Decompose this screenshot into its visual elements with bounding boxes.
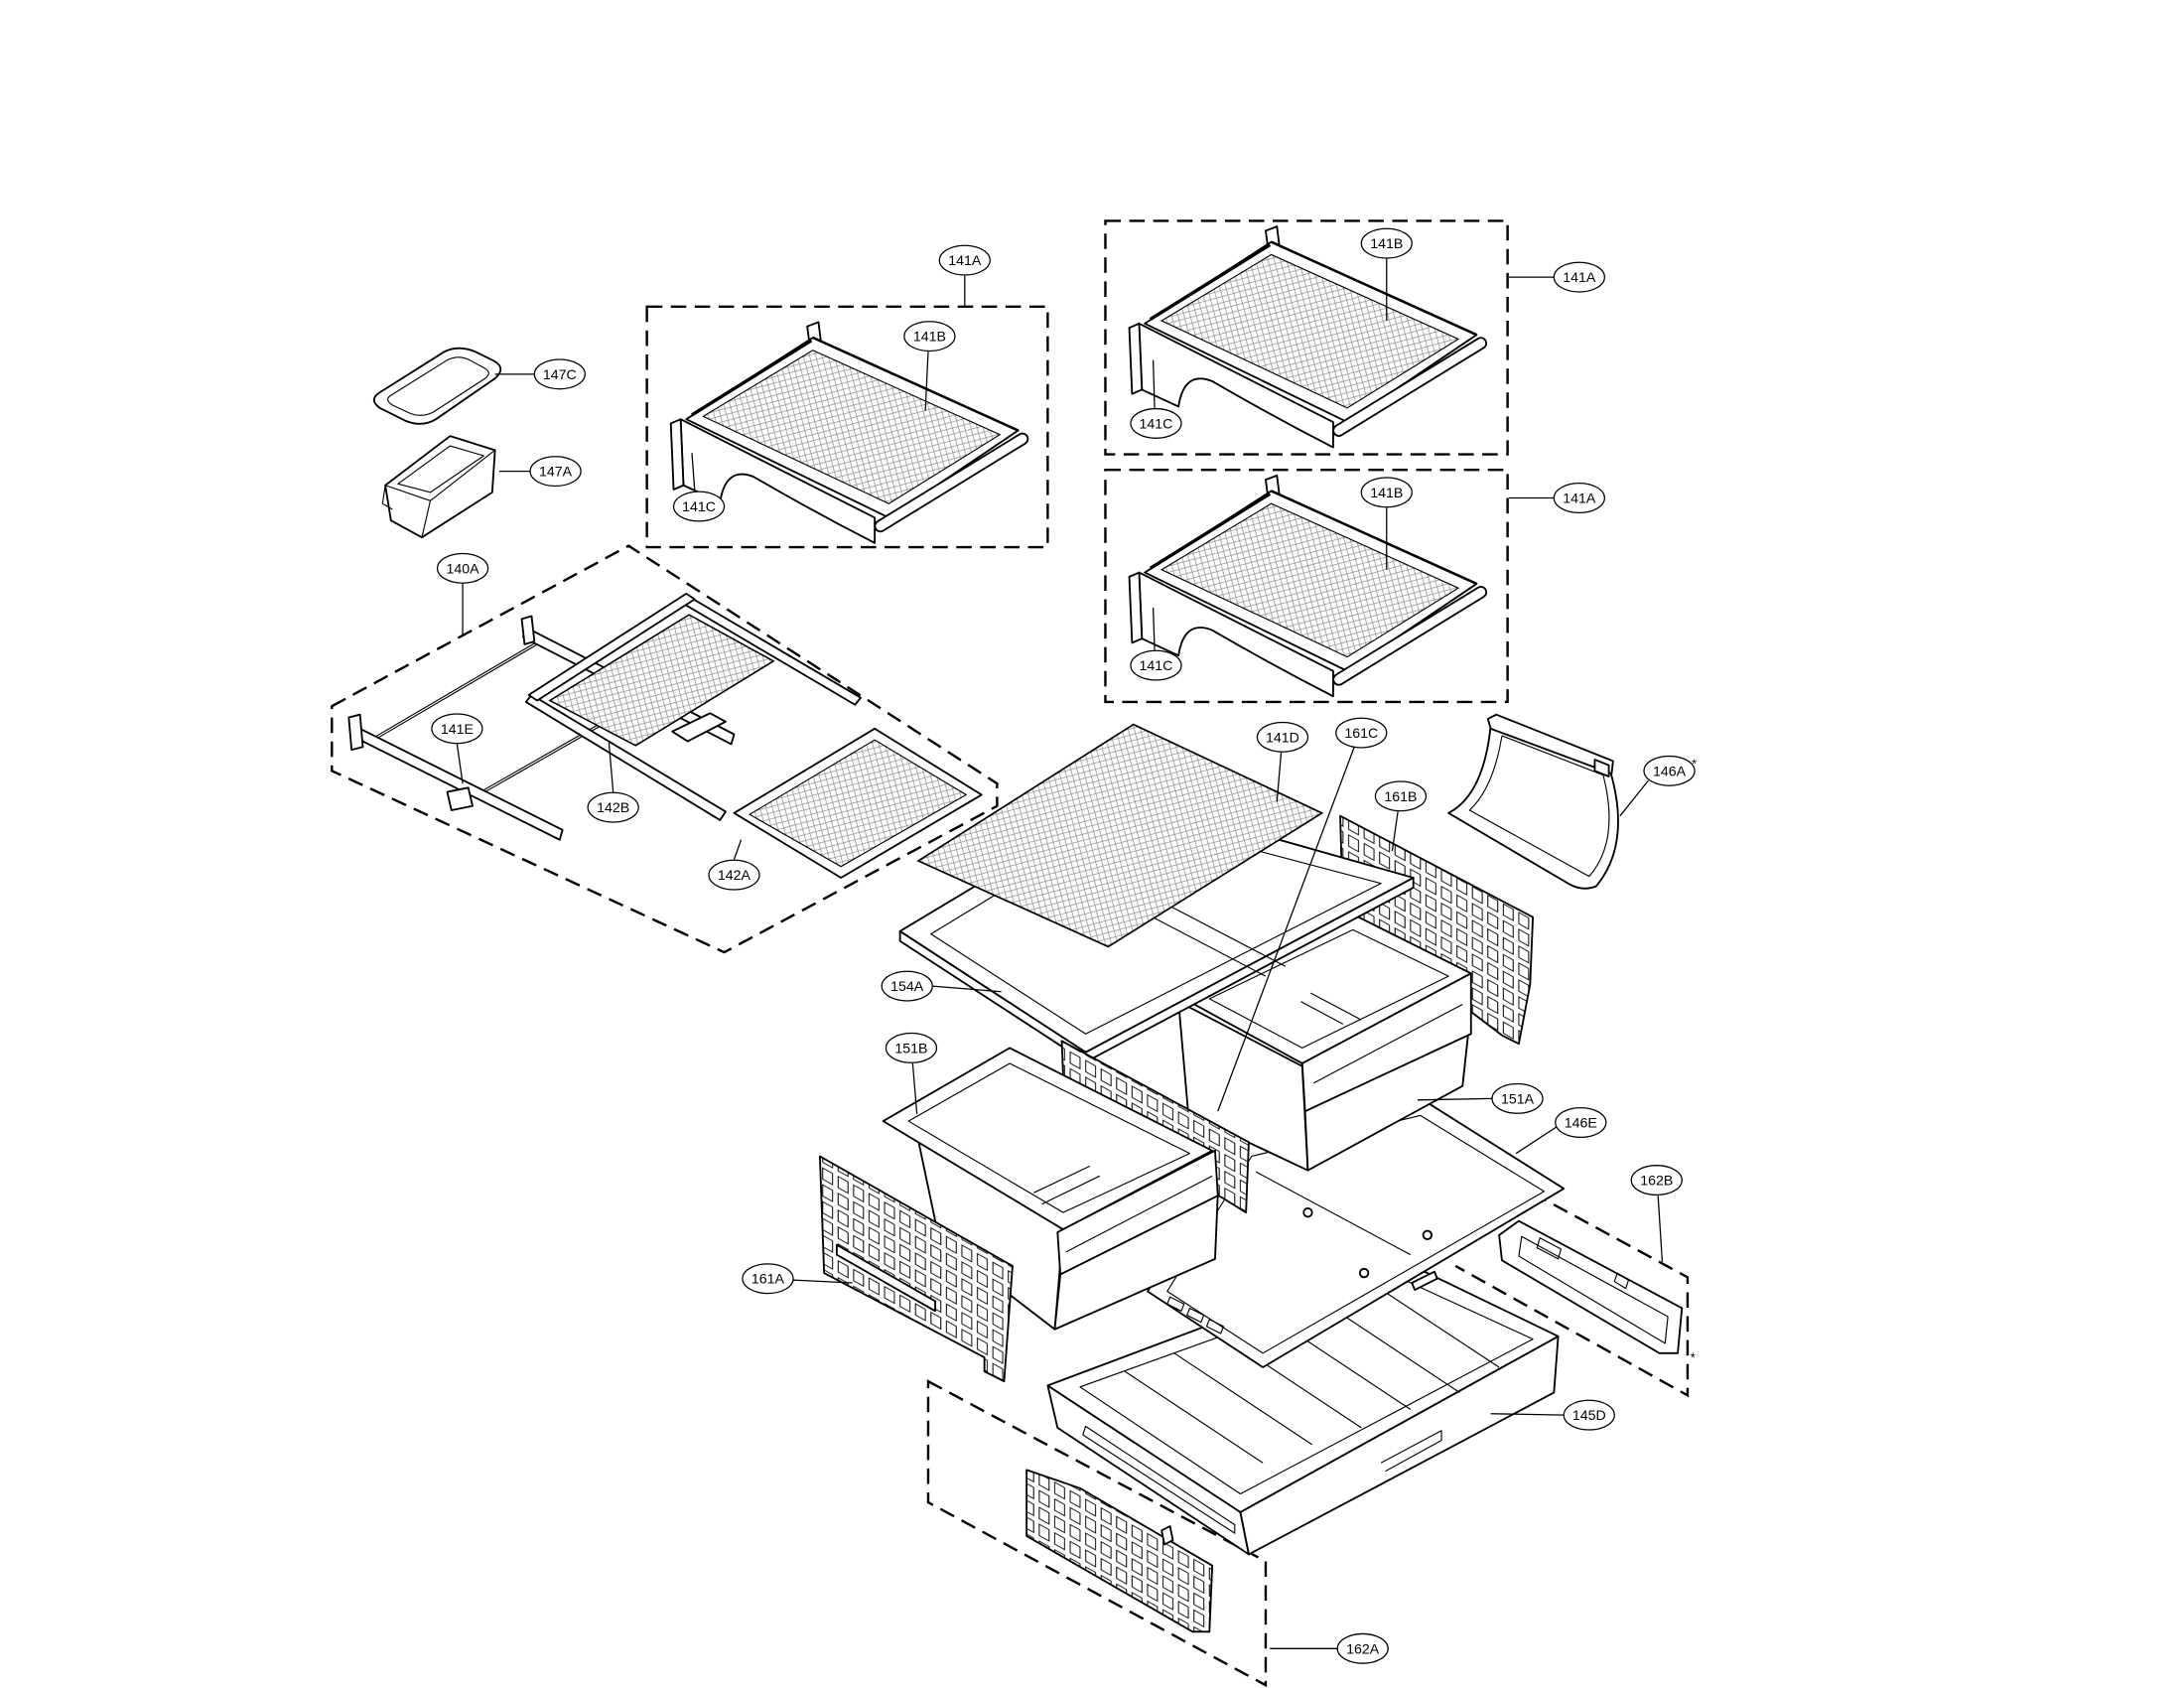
- right-rail: [1498, 1219, 1684, 1354]
- callout-top-right-shelf-glass: 141B: [1360, 227, 1413, 322]
- callout-label: 141E: [441, 722, 474, 738]
- callout-label: 147A: [539, 465, 573, 481]
- left-assembly-glass-rear: [548, 614, 775, 747]
- callout-cover-plate: 146E: [1515, 1106, 1607, 1155]
- callout-label: 146A: [1653, 764, 1687, 779]
- callout-label: 141B: [1370, 236, 1403, 252]
- callout-left-assembly-glass-rear: 142B: [587, 742, 639, 823]
- callout-label: 141B: [1370, 486, 1403, 501]
- callout-label: 140A: [447, 561, 480, 577]
- callout-label: 142B: [597, 800, 629, 816]
- curved-cover-mark: *: [1692, 757, 1697, 772]
- callout-left-shelf-assembly: 141A: [938, 244, 991, 307]
- callout-label: 141B: [913, 330, 946, 346]
- callout-top-right-shelf-bracket: 141C: [1130, 359, 1182, 439]
- callout-label: 141A: [948, 253, 982, 269]
- callout-lower-part: 162A: [1270, 1632, 1389, 1664]
- callout-label: 146E: [1565, 1115, 1597, 1131]
- left-slatted-panel: [818, 1155, 1014, 1383]
- callout-label: 142A: [718, 868, 751, 884]
- callout-label: 145D: [1572, 1408, 1606, 1424]
- callout-label: 161A: [751, 1272, 785, 1288]
- callout-mid-right-shelf-assembly: 141A: [1509, 483, 1605, 514]
- group-box-left-assembly: [331, 544, 999, 954]
- left-shelf-assembly: [347, 592, 983, 879]
- callout-label: 141C: [1140, 658, 1173, 674]
- callout-left-bin: 151B: [885, 1032, 938, 1115]
- callout-label: 141D: [1266, 730, 1299, 746]
- left-bin: [882, 1047, 1219, 1331]
- callout-label: 151B: [894, 1041, 927, 1056]
- callout-left-shelf-glass: 141B: [903, 321, 956, 411]
- callout-label: 162A: [1346, 1641, 1380, 1657]
- shelf-assembly-mid-right: [1130, 476, 1481, 696]
- callout-left-assembly-rail: 141E: [431, 713, 483, 784]
- callout-label: 161B: [1384, 789, 1417, 805]
- callout-small-bin: 147A: [498, 456, 582, 488]
- callout-center-frame: 154A: [881, 970, 1002, 1002]
- group-box-lower-part: [926, 1379, 1268, 1688]
- callout-center-panel: 161C: [1217, 717, 1388, 1112]
- callout-center-glass: 141D: [1256, 721, 1309, 802]
- callout-curved-cover: 146A: [1619, 755, 1696, 817]
- callout-label: 141C: [682, 499, 716, 515]
- group-box-left-shelf: [645, 305, 1049, 549]
- callout-left-assembly-glass-front: 142A: [708, 839, 760, 891]
- callout-right-panel: 161B: [1374, 780, 1428, 852]
- callout-label: 162B: [1640, 1174, 1673, 1190]
- callout-label: 151A: [1501, 1091, 1535, 1107]
- right-rail-mark: *: [1691, 1349, 1696, 1364]
- group-box-mid-right-shelf: [1104, 468, 1509, 704]
- callout-mid-right-shelf-bracket: 141C: [1130, 607, 1182, 681]
- callout-right-rail: 162B: [1630, 1165, 1683, 1262]
- callout-top-right-shelf-assembly: 141A: [1509, 261, 1605, 293]
- callout-label: 141A: [1563, 270, 1596, 286]
- curved-cover: [1447, 713, 1619, 890]
- callout-right-bin: 151A: [1417, 1082, 1544, 1114]
- callout-label: 147C: [543, 367, 577, 383]
- center-glass: [916, 723, 1324, 948]
- callout-left-assembly: 140A: [436, 552, 489, 634]
- left-assembly-rail: [353, 726, 564, 841]
- callout-left-panel: 161A: [742, 1263, 853, 1295]
- shelf-assembly-top-right: [1130, 226, 1481, 447]
- callout-left-shelf-bracket: 141C: [672, 453, 726, 522]
- callout-mid-right-shelf-glass: 141B: [1360, 477, 1413, 570]
- small-lid: [372, 347, 502, 425]
- small-bin: [381, 435, 496, 539]
- left-assembly-glass-front: [748, 739, 968, 868]
- callout-label: 141A: [1563, 491, 1596, 506]
- right-bin: [1177, 913, 1472, 1172]
- callout-label: 154A: [890, 979, 924, 995]
- lower-drawer: [1046, 1255, 1560, 1556]
- lower-slatted-part: [1025, 1469, 1214, 1633]
- callout-label: 161C: [1344, 726, 1378, 742]
- callout-small-lid: 147C: [494, 358, 586, 390]
- callout-label: 141C: [1140, 416, 1173, 432]
- callout-lower-drawer: 145D: [1490, 1399, 1615, 1431]
- group-box-top-right-shelf: [1104, 219, 1509, 456]
